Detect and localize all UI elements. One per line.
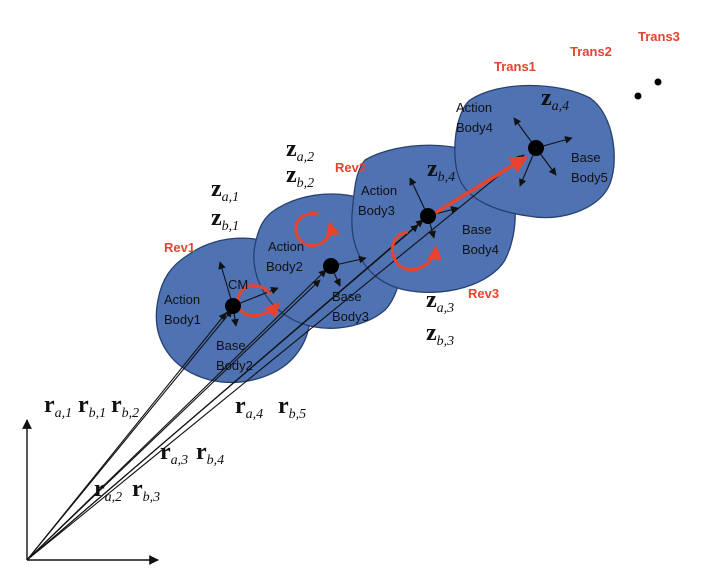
symbol-z-a1: za,1 (211, 176, 239, 205)
label-action-body1-line2: Body1 (164, 312, 201, 327)
label-base-body2-line2: Body2 (216, 358, 253, 373)
symbol-r-b2: rb,2 (111, 392, 139, 421)
label-base-body5-line2: Body5 (571, 170, 608, 185)
label-action-body2-line2: Body2 (266, 259, 303, 274)
vector-to-joint3 (26, 219, 424, 561)
label-action-body3-line2: Body3 (358, 203, 395, 218)
cm1-dot (225, 298, 241, 314)
ellipsis-dot-2 (654, 78, 662, 86)
label-trans3: Trans3 (638, 29, 680, 44)
label-action-body1-line1: Action (164, 292, 200, 307)
position-vectors (26, 154, 525, 561)
symbol-z-a3: za,3 (426, 287, 454, 316)
symbol-r-a1: ra,1 (44, 392, 72, 421)
cm2-dot (323, 258, 339, 274)
vector-to-joint2 (26, 269, 327, 561)
symbol-r-a2: ra,2 (94, 476, 122, 505)
symbol-z-a2: za,2 (286, 136, 314, 165)
label-action-body4-line1: Action (456, 100, 492, 115)
label-rev3: Rev3 (468, 286, 499, 301)
label-base-body2-line1: Base (216, 338, 246, 353)
label-base-body5-line1: Base (571, 150, 601, 165)
label-rev2: Rev2 (335, 160, 366, 175)
rev2-rotation-icon (294, 212, 341, 248)
vector-to-cm4 (26, 154, 525, 561)
label-cm: CM (228, 277, 248, 292)
vector-to-joint1 (26, 309, 233, 561)
label-trans1: Trans1 (494, 59, 536, 74)
label-rev1: Rev1 (164, 240, 195, 255)
cm4-dot (528, 140, 544, 156)
symbol-z-b4: zb,4 (427, 156, 455, 185)
r-labels: ra,1 rb,1 rb,2 ra,4 rb,5 ra,3 rb,4 ra,2 … (44, 392, 306, 505)
symbol-z-b2: zb,2 (286, 162, 314, 191)
z-labels: za,1 zb,1 za,2 zb,2 zb,4 za,4 za,3 zb,3 (211, 85, 569, 349)
symbol-z-a4: za,4 (541, 85, 569, 114)
label-base-body3-line1: Base (332, 289, 362, 304)
rev3-rotation-icon (391, 230, 442, 272)
label-trans2: Trans2 (570, 44, 612, 59)
symbol-z-b3: zb,3 (426, 320, 454, 349)
label-base-body4-line2: Body4 (462, 242, 499, 257)
label-action-body4-line2: Body4 (456, 120, 493, 135)
symbol-z-b1: zb,1 (211, 205, 239, 234)
symbol-r-b5: rb,5 (278, 393, 306, 422)
label-action-body2-line1: Action (268, 239, 304, 254)
symbol-r-b3: rb,3 (132, 476, 160, 505)
cm3-dot (420, 208, 436, 224)
symbol-r-b1: rb,1 (78, 392, 106, 421)
label-action-body3-line1: Action (361, 183, 397, 198)
symbol-r-b4: rb,4 (196, 439, 224, 468)
label-base-body3-line2: Body3 (332, 309, 369, 324)
symbol-r-a3: ra,3 (160, 439, 188, 468)
label-base-body4-line1: Base (462, 222, 492, 237)
trans-arrow (429, 156, 529, 218)
symbol-r-a4: ra,4 (235, 393, 263, 422)
ellipsis-dot-1 (634, 92, 642, 100)
